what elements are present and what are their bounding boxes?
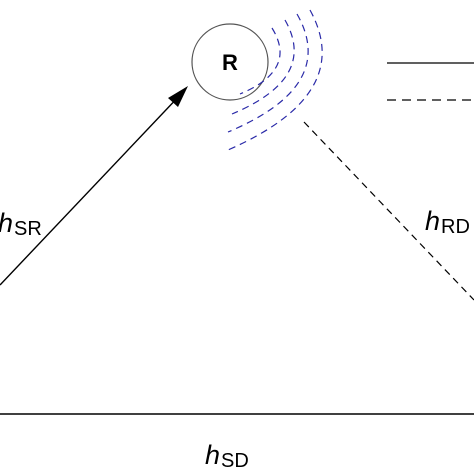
- h-rd-symbol: h: [425, 206, 440, 236]
- signal-wave-middle: [231, 19, 295, 115]
- h-sd-label: hSD: [205, 440, 249, 472]
- signal-wave-inner: [239, 27, 281, 95]
- signal-wave-outer-1: [227, 13, 309, 133]
- relay-node: [191, 23, 269, 101]
- h-rd-subscript: RD: [441, 216, 470, 238]
- h-sr-symbol: h: [0, 208, 13, 238]
- signal-waves: [227, 9, 323, 151]
- h-sr-label: hSR: [0, 208, 42, 240]
- source-relay-arrowhead: [168, 86, 188, 107]
- relay-destination-link: [303, 121, 474, 301]
- source-relay-arrow: [0, 92, 183, 286]
- h-rd-label: hRD: [425, 206, 470, 238]
- h-sd-subscript: SD: [221, 450, 249, 472]
- h-sd-symbol: h: [205, 440, 220, 470]
- signal-wave-outer-2: [227, 9, 323, 151]
- relay-label: R: [222, 50, 238, 75]
- h-sr-subscript: SR: [14, 218, 42, 240]
